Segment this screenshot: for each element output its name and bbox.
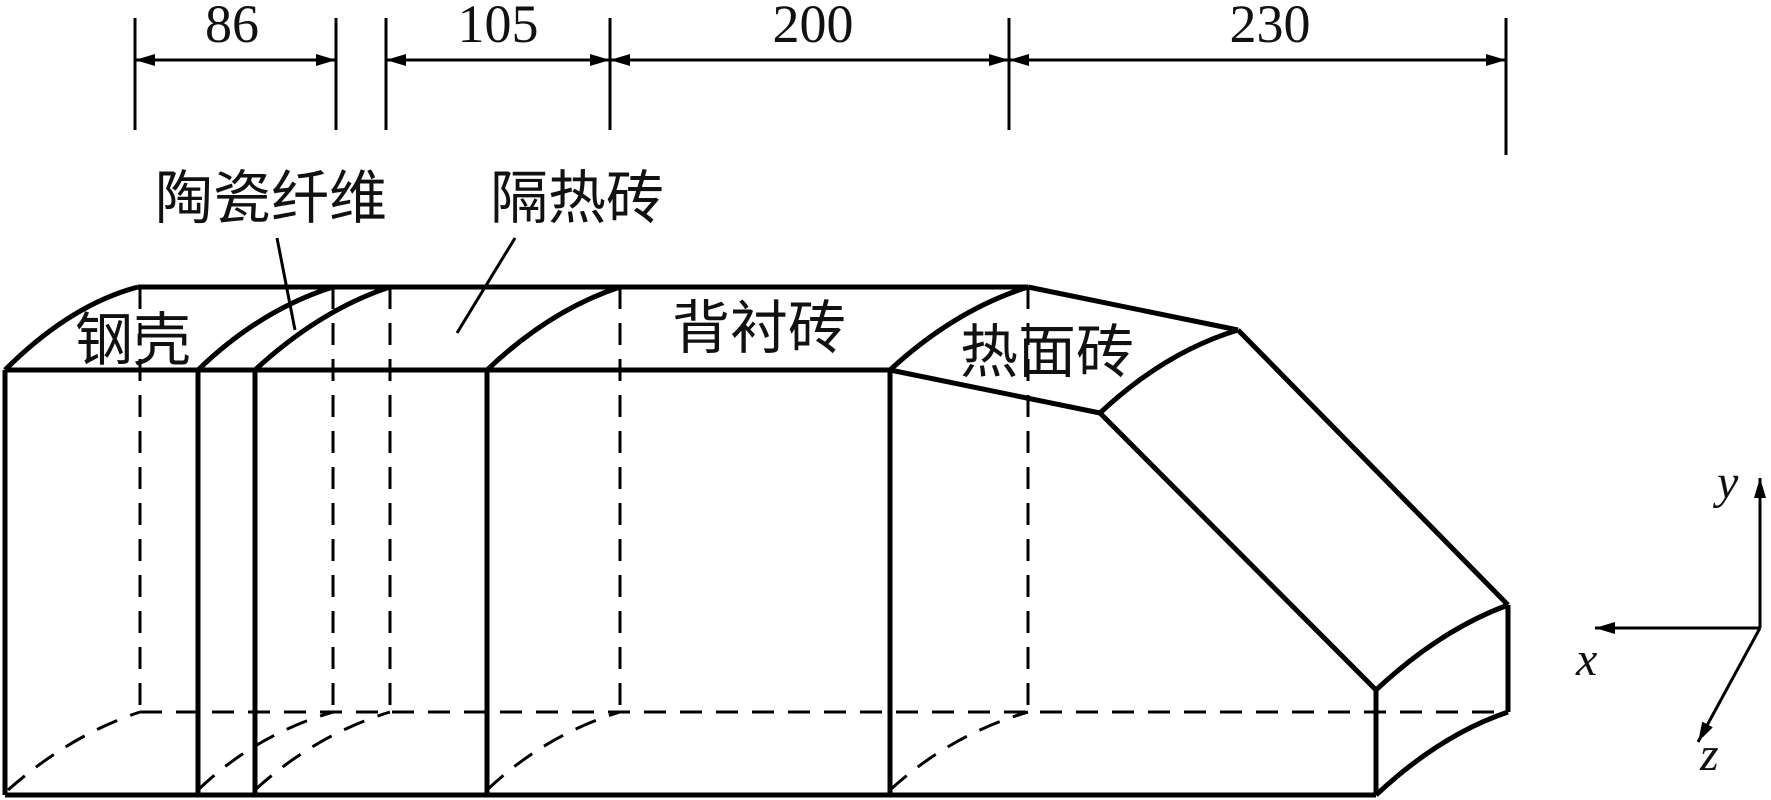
leader-lines (275, 237, 517, 334)
hidden-curve (888, 710, 1029, 792)
ceramic-fiber-leader (275, 237, 297, 331)
top-curve (3, 284, 139, 372)
hot-face-top-edge (1027, 284, 1239, 333)
z-axis-arrow (1696, 627, 1762, 743)
y-axis-label: y (1712, 456, 1739, 509)
insulating-brick-leader (455, 237, 517, 334)
hidden-edges (7, 287, 1508, 792)
x-axis-label: x (1575, 633, 1597, 686)
visible-edges (2, 284, 1511, 798)
top-curve (485, 284, 621, 372)
coordinate-axes: y x z (1575, 456, 1766, 781)
dim-label-86: 86 (205, 0, 259, 54)
hidden-curve (196, 710, 334, 792)
dim-label-105: 105 (458, 0, 539, 54)
hidden-curve (485, 710, 621, 792)
hot-face-slope-back (1236, 328, 1510, 607)
label-steel-shell: 钢壳 (75, 306, 191, 374)
top-curve (888, 284, 1029, 372)
hot-face-curve (1098, 327, 1239, 415)
hidden-curve (253, 710, 391, 792)
hot-face-end-curve-top (1374, 602, 1509, 692)
z-axis-label: z (1699, 728, 1719, 781)
hot-face-front-edge (889, 367, 1101, 416)
dim-label-200: 200 (773, 0, 854, 54)
label-backing-brick: 背衬砖 (672, 294, 846, 362)
dimension-lines: 86 105 200 230 (133, 0, 1508, 155)
layer-labels: 钢壳 陶瓷纤维 隔热砖 背衬砖 热面砖 (75, 164, 1134, 386)
label-hot-face-brick: 热面砖 (960, 318, 1134, 386)
hidden-curve (7, 710, 141, 792)
label-ceramic-fiber: 陶瓷纤维 (155, 164, 387, 232)
top-curve (196, 284, 334, 372)
dim-label-230: 230 (1230, 0, 1311, 54)
top-curve (253, 284, 391, 372)
label-insulating-brick: 隔热砖 (490, 164, 664, 232)
hot-face-slope-front (1098, 411, 1378, 692)
hot-face-end-curve-bottom (1374, 709, 1509, 797)
